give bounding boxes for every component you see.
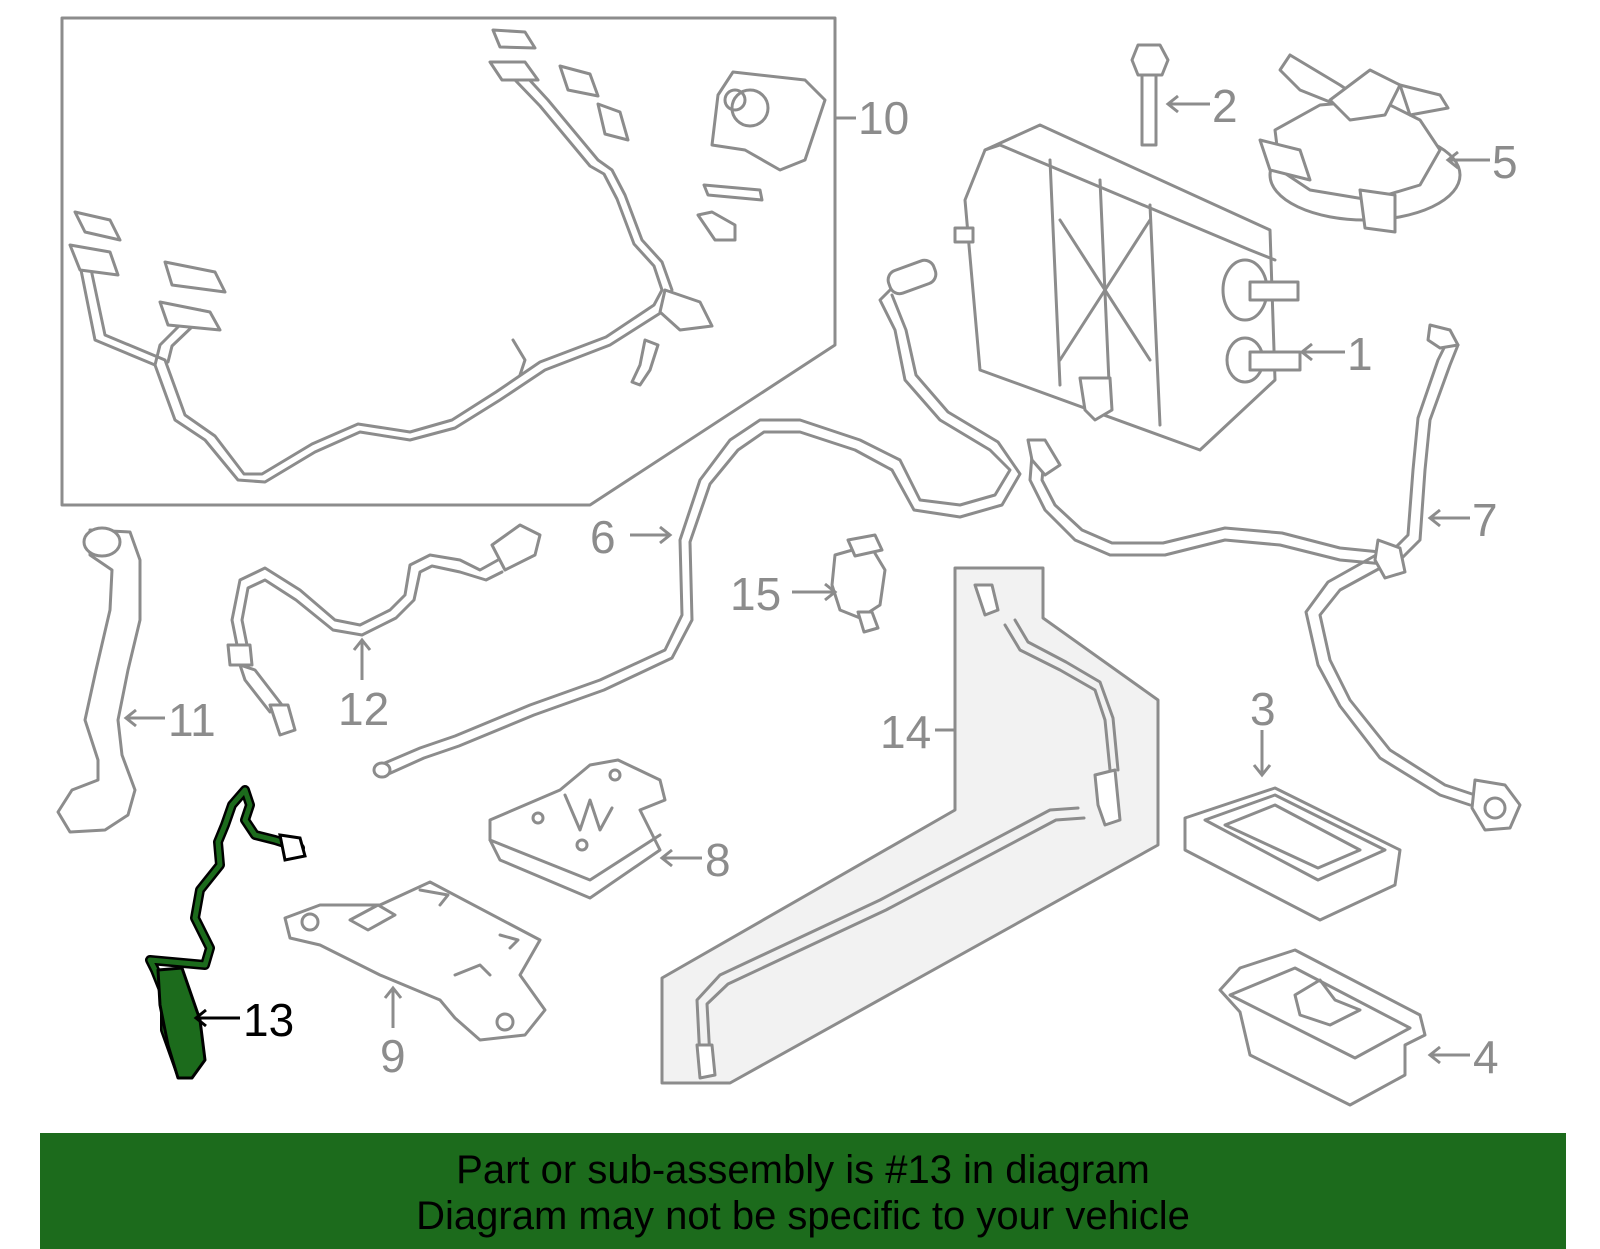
callout-6: 6 [590,511,616,563]
callout-11: 11 [168,694,216,746]
callout-14: 14 [880,706,931,758]
banner-line-1: Part or sub-assembly is #13 in diagram [456,1148,1150,1192]
part-2-bolt: 2 [1130,43,1238,147]
part-11-tube: 11 [56,526,216,834]
part-5-purge-valve: 5 [1258,53,1518,234]
callout-2: 2 [1212,80,1238,132]
part-info-banner: Part or sub-assembly is #13 in diagram D… [40,1133,1566,1249]
banner-line-2: Diagram may not be specific to your vehi… [416,1194,1190,1238]
callout-7: 7 [1472,494,1498,546]
part-9-mounting-bracket: 9 [283,880,547,1082]
part-8-bracket: 8 [488,758,731,900]
part-13-oxygen-sensor-highlighted[interactable]: 13 [145,785,307,1080]
part-7-hose: 7 [1026,323,1522,832]
callout-1: 1 [1347,328,1373,380]
callout-5: 5 [1492,136,1518,188]
part-3-filter: 3 [1183,683,1402,922]
part-4-tray: 4 [1218,948,1499,1107]
callout-9: 9 [380,1030,406,1082]
part-6-hose: 6 [372,258,1022,779]
part-12-oxygen-sensor: 12 [226,523,542,737]
callout-3: 3 [1250,683,1276,735]
part-15-sensor: 15 [730,533,887,634]
callout-12: 12 [338,683,389,735]
part-14-tube-panel: 14 [660,566,1160,1085]
part-1-vapor-canister: 1 [953,123,1373,452]
callout-13: 13 [243,994,294,1046]
callout-8: 8 [705,834,731,886]
callout-4: 4 [1473,1031,1499,1083]
part-10-tube-assembly: 10 [60,16,909,507]
callout-10: 10 [858,92,909,144]
callout-15: 15 [730,568,781,620]
